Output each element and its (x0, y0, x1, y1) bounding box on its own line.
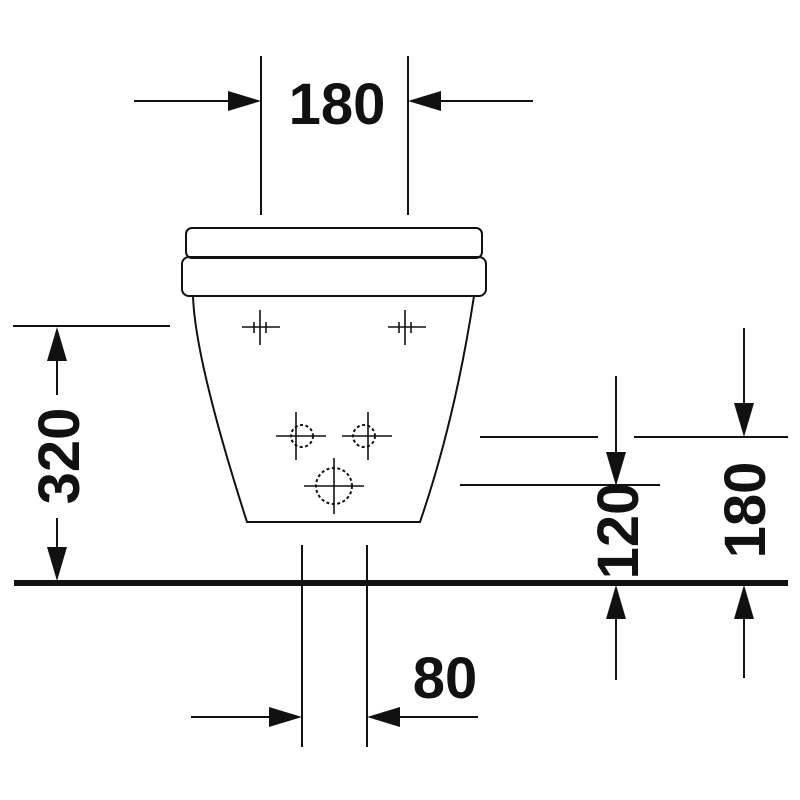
connection-marker-middle-right (342, 412, 392, 460)
dimension-top-width: 180 (134, 56, 533, 215)
dimension-outer-height-label: 180 (713, 462, 778, 559)
fixture-rim (181, 256, 487, 297)
dimension-inner-height: 120 (460, 376, 660, 680)
fixture-bowl (192, 295, 475, 523)
dimension-inner-height-label: 120 (586, 483, 651, 580)
mounting-hole-upper-right (388, 310, 426, 345)
fixture-lid (185, 227, 483, 259)
fixture (181, 227, 487, 523)
dimension-bottom-width: 80 (191, 545, 478, 747)
connection-marker-middle-left (276, 412, 326, 460)
dimension-bottom-width-label: 80 (413, 646, 478, 711)
dimension-outer-height: 180 (634, 328, 788, 678)
dimension-total-height: 320 (13, 325, 170, 581)
dimension-top-width-label: 180 (289, 72, 386, 137)
mounting-hole-upper-left (242, 310, 280, 345)
dimension-total-height-label: 320 (27, 408, 92, 505)
drain-connection-marker (304, 458, 364, 514)
